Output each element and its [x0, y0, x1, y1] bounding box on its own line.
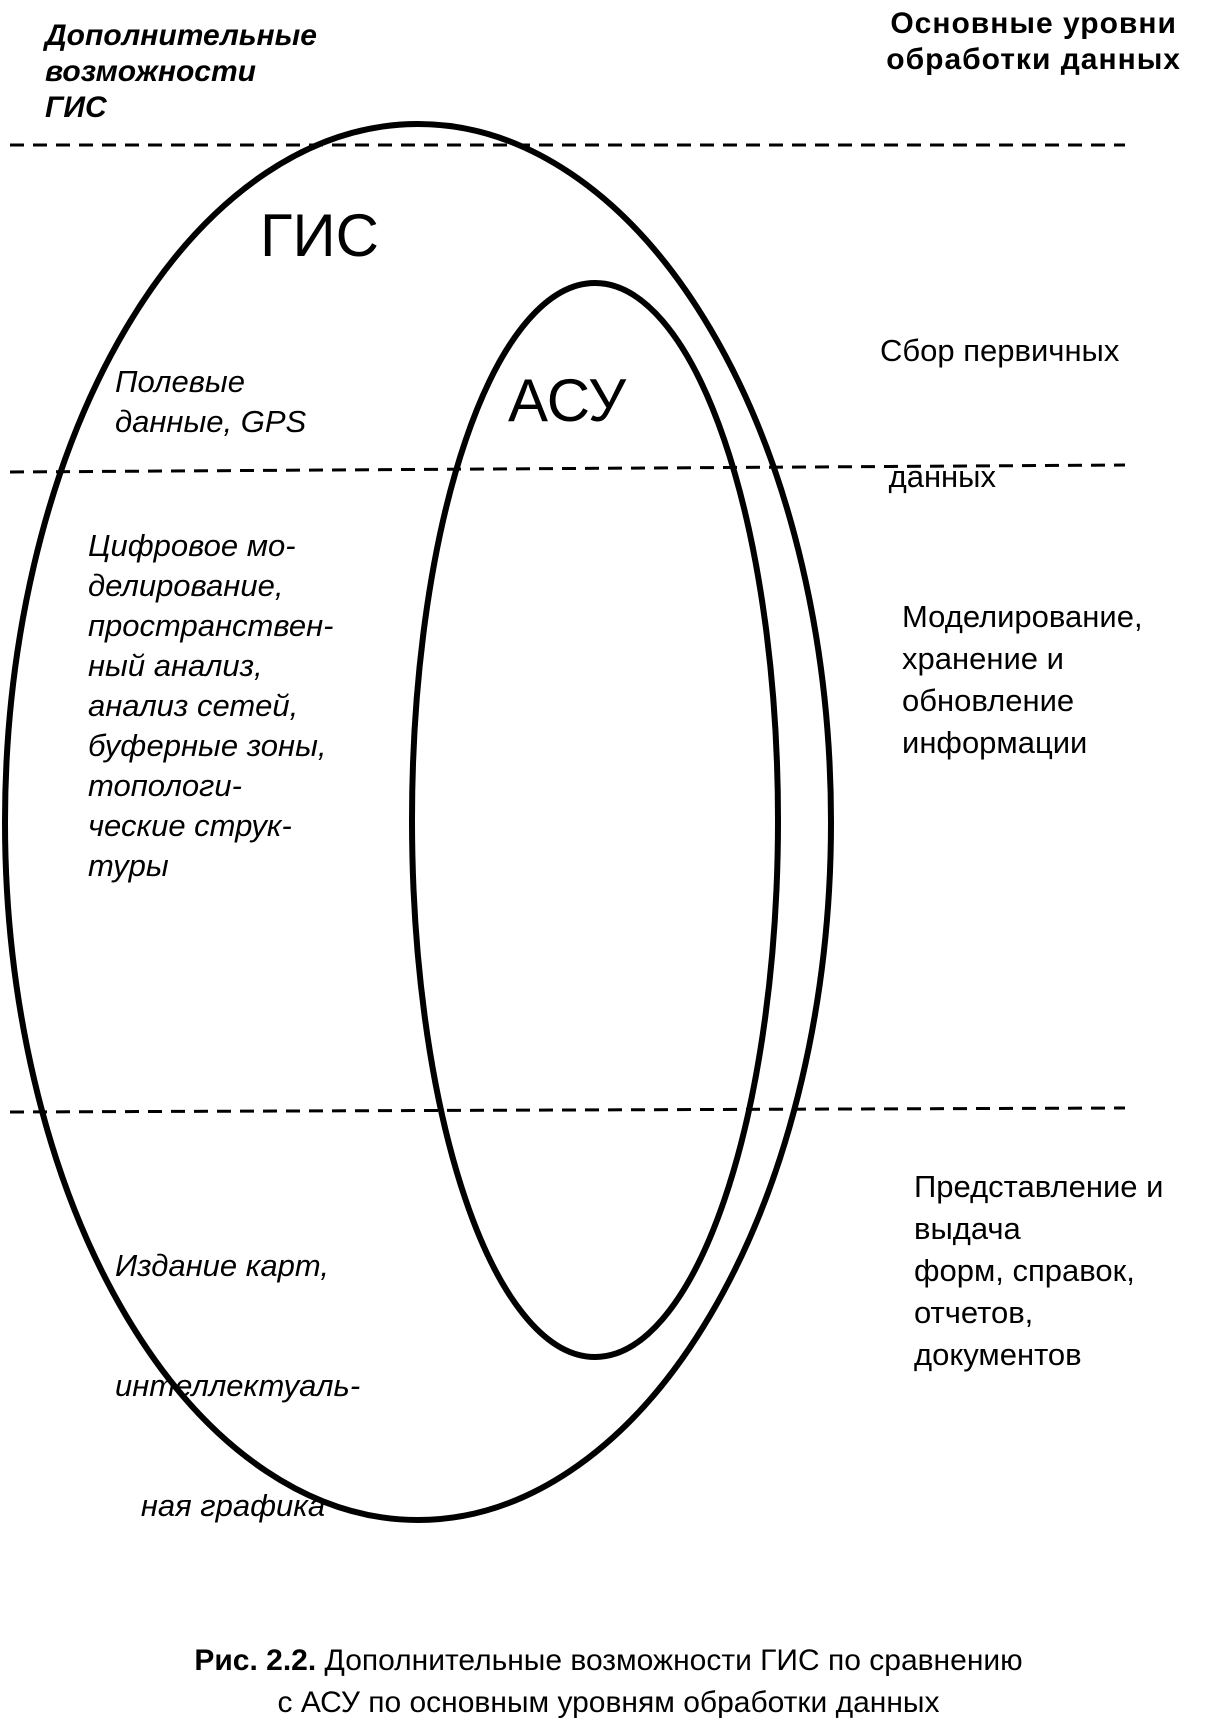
separator-line-lower [9, 1106, 1126, 1114]
level-data-collection: Сбор первичных данных [880, 246, 1119, 540]
asu-ellipse-label: АСУ [508, 367, 627, 434]
capability-line: ческие струк- [88, 808, 292, 843]
capability-line: делирование, [88, 568, 284, 603]
capability-line: Полевые [115, 364, 245, 399]
level-line: документов [914, 1337, 1082, 1372]
figure-caption: Рис. 2.2. Дополнительные возможности ГИС… [0, 1640, 1217, 1724]
level-modeling-storage: Моделирование, хранение и обновление инф… [902, 596, 1143, 764]
header-right-line: обработки данных [886, 43, 1181, 76]
level-line: выдача [914, 1211, 1021, 1246]
capability-line: топологи- [88, 768, 242, 803]
caption-line-2: с АСУ по основным уровням обработки данн… [277, 1686, 940, 1719]
level-line: информации [902, 725, 1088, 760]
asu-ellipse [409, 280, 781, 1360]
level-line: хранение и [902, 641, 1064, 676]
separator-line-upper [9, 463, 1126, 474]
capability-line: анализ сетей, [88, 688, 299, 723]
capability-line: пространствен- [88, 608, 334, 643]
capability-line: данные, GPS [115, 404, 307, 439]
gis-ellipse-label: ГИС [260, 202, 379, 269]
capability-line: ный анализ, [88, 648, 263, 683]
capability-line: буферные зоны, [88, 728, 327, 763]
capability-modeling: Цифровое мо- делирование, пространствен-… [88, 526, 334, 886]
level-line: форм, справок, [914, 1253, 1135, 1288]
capability-line: Цифровое мо- [88, 528, 296, 563]
header-right-line: Основные уровни [890, 7, 1177, 40]
level-line: отчетов, [914, 1295, 1034, 1330]
capability-line: интеллектуаль- [115, 1368, 361, 1403]
capability-field-data: Полевые данные, GPS [115, 362, 306, 442]
gis-ellipse [2, 121, 834, 1523]
header-left-line: Дополнительные [45, 19, 317, 52]
level-line: Представление и [914, 1169, 1164, 1204]
capability-line: Издание карт, [115, 1248, 329, 1283]
capability-line: ная графика [115, 1488, 326, 1523]
caption-text: Дополнительные возможности ГИС по сравне… [316, 1644, 1023, 1677]
caption-line-1: Рис. 2.2. Дополнительные возможности ГИС… [0, 1640, 1217, 1682]
header-processing-levels: Основные уровни обработки данных [886, 6, 1181, 78]
level-line: данных [880, 459, 996, 494]
header-additional-capabilities: Дополнительные возможности ГИС [45, 18, 317, 126]
capability-line: туры [88, 848, 169, 883]
level-line: обновление [902, 683, 1075, 718]
level-line: Моделирование, [902, 599, 1143, 634]
level-presentation-output: Представление и выдача форм, справок, от… [914, 1166, 1163, 1376]
capability-map-publishing: Издание карт, интеллектуаль- ная графика [115, 1166, 360, 1566]
header-left-line: возможности [45, 55, 256, 88]
level-line: Сбор первичных [880, 333, 1120, 368]
caption-figure-number: Рис. 2.2. [194, 1644, 317, 1677]
header-left-line: ГИС [45, 91, 107, 124]
